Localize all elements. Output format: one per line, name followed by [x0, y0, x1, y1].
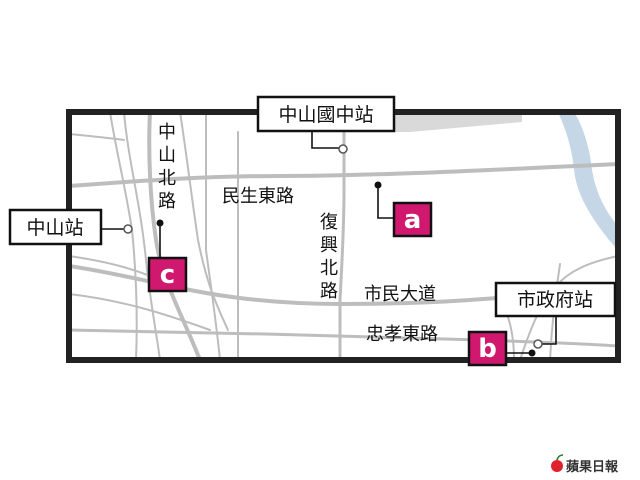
marker-b[interactable]: b — [467, 330, 536, 367]
road-secondary — [69, 133, 125, 141]
river — [558, 112, 618, 250]
station-label-box — [494, 281, 617, 318]
station-label: 中山站 — [26, 217, 83, 239]
svg-text:興: 興 — [320, 235, 338, 256]
marker-letter: c — [160, 260, 175, 290]
station-dot — [123, 224, 133, 234]
svg-text:北: 北 — [320, 258, 338, 279]
road-secondary — [179, 112, 229, 331]
marker-letter: b — [478, 334, 497, 364]
marker-letter: a — [404, 205, 422, 235]
road-secondary — [109, 112, 138, 360]
station-dot — [533, 339, 543, 349]
street-label-zhongshan-n: 中 山 北 路 — [158, 122, 176, 212]
road-zhongshan-n — [147, 112, 202, 360]
map-area — [69, 112, 618, 360]
marker-badge — [467, 330, 508, 367]
station-leader — [542, 316, 557, 345]
svg-text:路: 路 — [320, 281, 338, 302]
svg-text:中: 中 — [158, 122, 176, 143]
svg-text:北: 北 — [158, 168, 176, 189]
station-dot — [338, 144, 348, 154]
road-zhongxiao — [69, 328, 618, 348]
station-leader — [311, 131, 339, 149]
marker-c[interactable]: c — [147, 219, 188, 293]
station-zhongshan[interactable]: 中山站 — [8, 208, 133, 246]
marker-badge — [147, 256, 188, 293]
apple-icon — [551, 454, 564, 472]
station-label-box — [8, 208, 103, 246]
road-fuxing-n — [338, 112, 346, 360]
svg-text:復: 復 — [320, 212, 338, 233]
station-label-box — [256, 95, 396, 133]
street-label-fuxing-n: 復 興 北 路 — [320, 212, 338, 302]
street-label-minsheng: 民生東路 — [222, 186, 294, 207]
marker-leader — [377, 185, 394, 219]
credit: 蘋果日報 — [551, 454, 619, 475]
station-zhongshan-junior-high[interactable]: 中山國中站 — [256, 95, 396, 154]
station-label: 中山國中站 — [278, 104, 373, 126]
marker-badge — [392, 201, 433, 238]
marker-a[interactable]: a — [374, 181, 433, 238]
street-label-zhongxiao: 忠孝東路 — [366, 324, 438, 345]
road-secondary — [69, 293, 211, 331]
station-label: 市政府站 — [517, 289, 593, 311]
building-block — [392, 112, 522, 132]
road-secondary — [123, 112, 161, 360]
station-city-hall[interactable]: 市政府站 — [494, 281, 617, 349]
street-label-civic-blvd: 市民大道 — [364, 284, 436, 305]
road-secondary — [205, 112, 221, 360]
svg-text:山: 山 — [158, 145, 176, 166]
credit-text: 蘋果日報 — [566, 459, 619, 475]
svg-text:路: 路 — [158, 191, 176, 212]
